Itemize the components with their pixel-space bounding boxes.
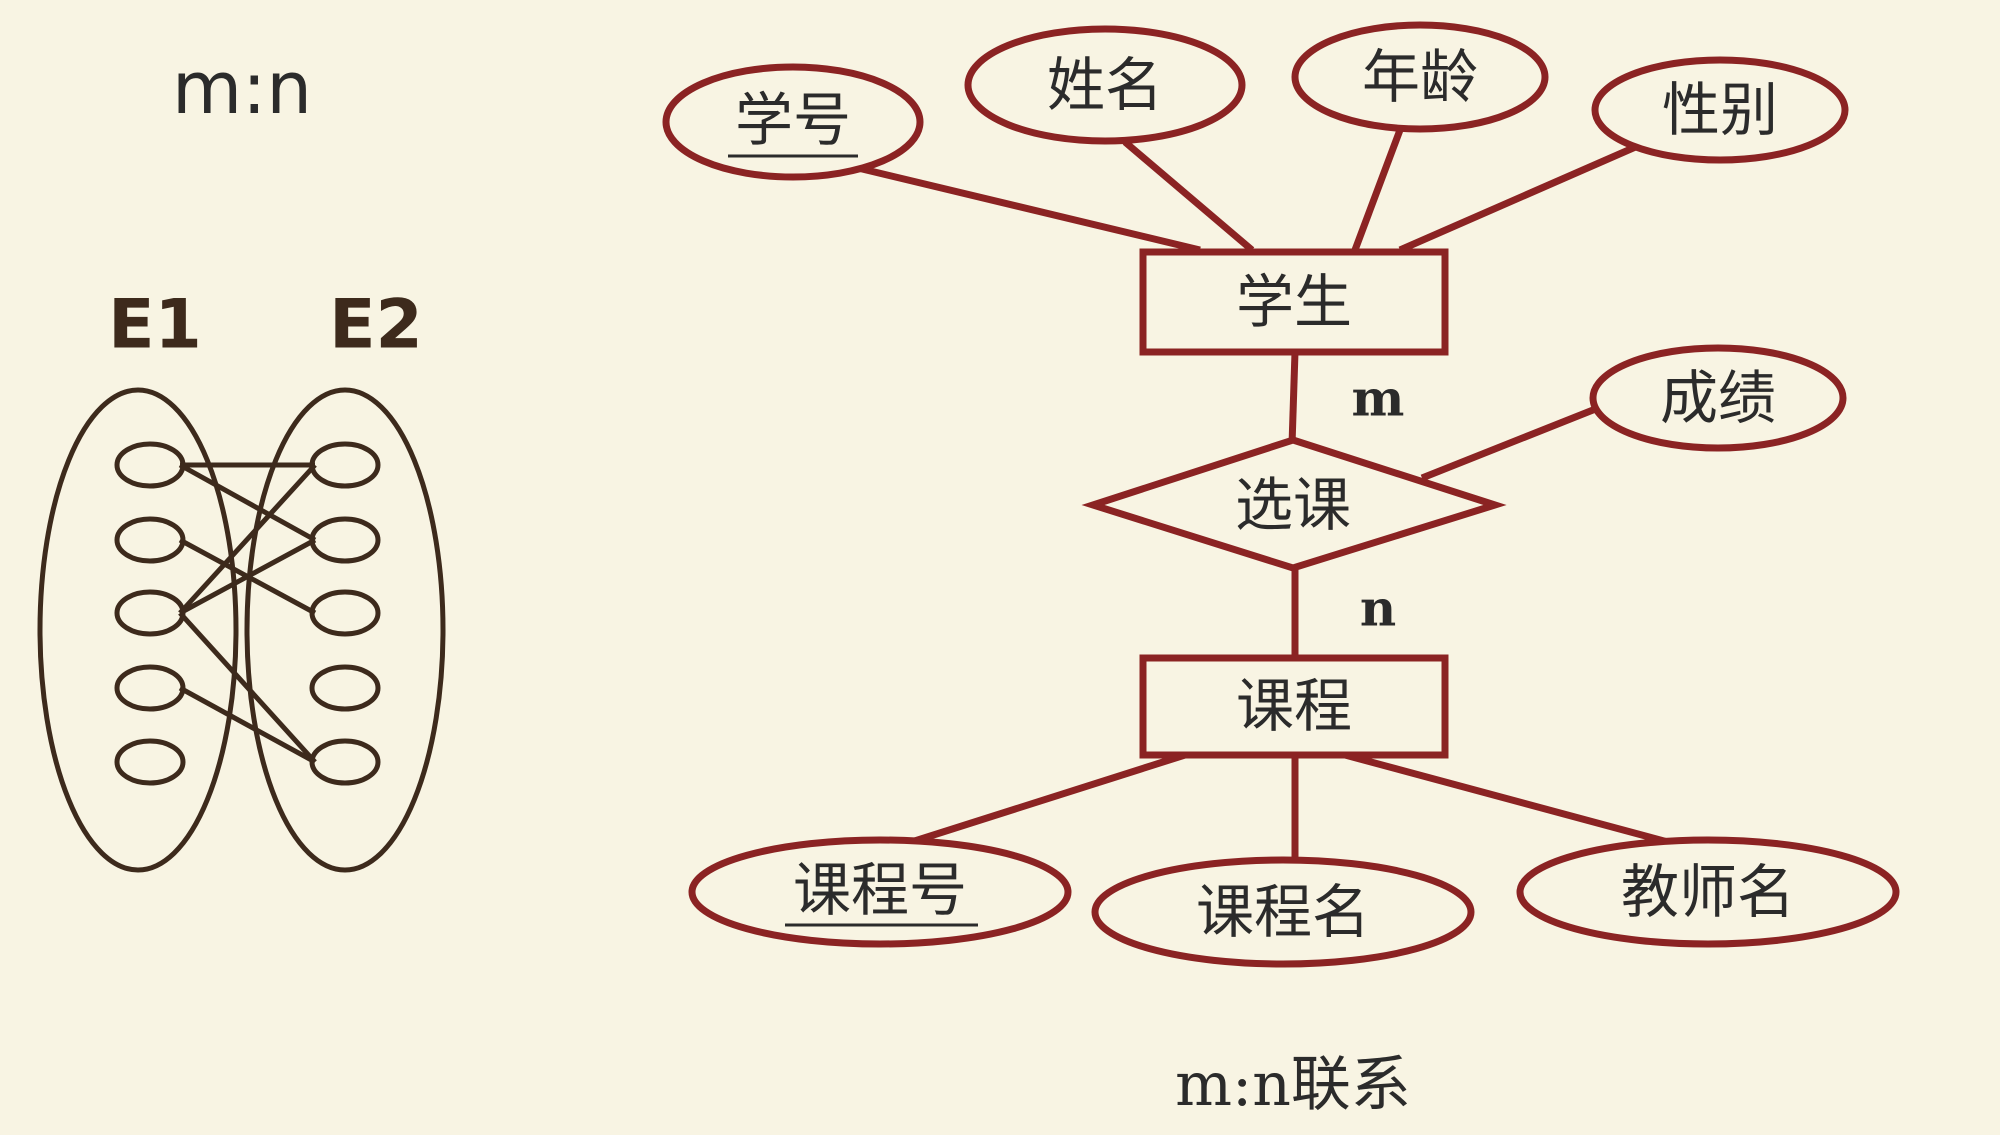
attribute-grade: 成绩 bbox=[1589, 344, 1847, 452]
e2-element bbox=[309, 441, 381, 489]
e1-element bbox=[114, 738, 186, 786]
attribute-teacher-name-oval bbox=[1516, 836, 1900, 948]
connector-gender bbox=[1398, 141, 1642, 254]
attribute-name-oval bbox=[964, 25, 1246, 145]
set-e2-elements bbox=[309, 441, 381, 786]
mapping-diagram: E1 E2 bbox=[37, 286, 446, 873]
set-e1-elements bbox=[114, 441, 186, 786]
e2-element bbox=[309, 664, 381, 712]
attribute-age-label: 年龄 bbox=[1362, 43, 1478, 111]
attribute-age-oval bbox=[1291, 21, 1549, 133]
entity-course-label: 课程 bbox=[1236, 672, 1352, 740]
connector-student-id bbox=[857, 164, 1201, 254]
e1-element bbox=[114, 516, 186, 564]
relationship-enroll: 选课 bbox=[1081, 436, 1507, 572]
attribute-gender-oval bbox=[1591, 56, 1849, 164]
attribute-course-name-label: 课程名 bbox=[1196, 878, 1370, 946]
attribute-course-name: 课程名 bbox=[1091, 856, 1475, 968]
entity-student-box bbox=[1139, 248, 1449, 356]
attribute-course-id-oval bbox=[688, 836, 1072, 948]
attribute-gender-label: 性别 bbox=[1662, 76, 1778, 144]
attribute-student-id-oval bbox=[662, 63, 924, 181]
er-diagram: 学生 选课 课程 m n 学号 姓名 年龄 性 bbox=[662, 21, 1900, 968]
attribute-course-id-label: 课程号 bbox=[793, 856, 967, 924]
mapping-connection-line bbox=[178, 462, 317, 543]
attribute-grade-label: 成绩 bbox=[1660, 364, 1776, 432]
relationship-diamond bbox=[1081, 436, 1507, 572]
mapping-lines bbox=[178, 462, 317, 765]
set-label-e1: E1 bbox=[108, 286, 202, 365]
attribute-gender: 性别 bbox=[1591, 56, 1849, 164]
e1-element bbox=[114, 441, 186, 489]
connector-name bbox=[1122, 139, 1255, 253]
attribute-course-id: 课程号 bbox=[688, 836, 1072, 948]
mapping-connection-line bbox=[178, 685, 317, 765]
attribute-name-label: 姓名 bbox=[1047, 51, 1163, 119]
set-e2-boundary bbox=[244, 387, 446, 873]
attribute-age: 年龄 bbox=[1291, 21, 1549, 133]
er-connectors bbox=[857, 128, 1691, 868]
connector-age bbox=[1351, 128, 1404, 252]
e2-element bbox=[309, 516, 381, 564]
attribute-teacher-name: 教师名 bbox=[1516, 836, 1900, 948]
entity-course: 课程 bbox=[1139, 654, 1449, 759]
mapping-connection-line bbox=[178, 537, 317, 616]
mapping-connection-line bbox=[178, 611, 317, 764]
set-e1-boundary bbox=[37, 387, 239, 873]
entity-student-label: 学生 bbox=[1236, 268, 1352, 336]
connector-teacher-name bbox=[1344, 751, 1691, 852]
attribute-teacher-name-label: 教师名 bbox=[1621, 858, 1795, 926]
relationship-label: 选课 bbox=[1235, 471, 1351, 539]
cardinality-n: n bbox=[1360, 579, 1396, 638]
mapping-connection-line bbox=[178, 463, 317, 615]
connector-grade bbox=[1420, 404, 1600, 482]
heading: m:n bbox=[172, 46, 312, 130]
set-label-e2: E2 bbox=[329, 286, 423, 365]
attribute-grade-oval bbox=[1589, 344, 1847, 452]
attribute-student-id-label: 学号 bbox=[735, 86, 851, 154]
e2-element bbox=[309, 738, 381, 786]
cardinality-m: m bbox=[1352, 369, 1405, 428]
caption: m:n联系 bbox=[1175, 1050, 1411, 1120]
e1-element bbox=[114, 589, 186, 637]
entity-course-box bbox=[1139, 654, 1449, 759]
entity-student: 学生 bbox=[1139, 248, 1449, 356]
e1-element bbox=[114, 664, 186, 712]
connector-student-relationship bbox=[1288, 351, 1299, 446]
attribute-course-name-oval bbox=[1091, 856, 1475, 968]
attribute-student-id: 学号 bbox=[662, 63, 924, 181]
e2-element bbox=[309, 589, 381, 637]
attribute-name: 姓名 bbox=[964, 25, 1246, 145]
connector-course-id bbox=[900, 751, 1187, 849]
